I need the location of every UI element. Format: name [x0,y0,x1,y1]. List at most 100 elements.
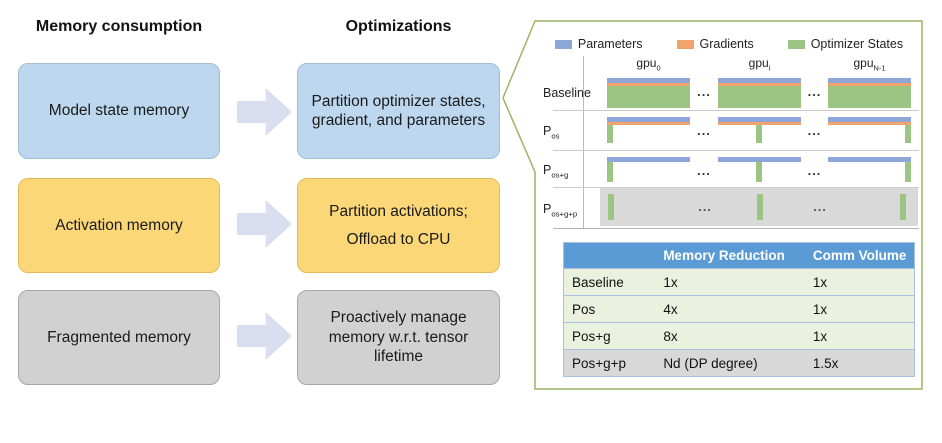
memory-reduction-cell: 1x [655,268,805,296]
memory-reduction-cell: 4x [655,295,805,323]
gradients-strip [607,122,690,125]
activation-memory-box: Activation memory [18,178,220,273]
header-cell-blank [563,242,656,269]
parameters-strip [607,117,690,122]
parameters-strip [718,157,801,162]
row-name-cell: Baseline [563,268,656,296]
gpu-0-label: gpu0 [636,56,661,73]
fragmented-memory-label: Fragmented memory [47,328,191,346]
comm-volume-cell: 1x [804,295,915,323]
gpu-memory-bar [607,117,690,143]
gpu-memory-bar [718,78,801,108]
table-row: Pos+g+p Nd (DP degree) 1.5x [563,349,915,377]
comm-volume-cell: 1x [804,322,915,350]
baseline-gpu-bars: ... ... [607,78,912,108]
posg-row-label: Pos+g [543,163,569,180]
fragmented-memory-box: Fragmented memory [18,290,220,385]
optimizations-header: Optimizations [345,18,452,35]
partition-activations-box: Partition activations; Offload to CPU [297,178,500,273]
parameters-strip [607,78,690,83]
optimizer-states-block [828,86,911,108]
gpu-memory-bar [607,157,690,182]
header-cell-comm-volume: Comm Volume [804,242,915,269]
gradients-strip [828,83,911,86]
model-state-memory-label: Model state memory [48,102,190,120]
optimizer-states-swatch-icon [787,39,805,49]
optimizer-partition-bar [905,162,911,182]
memory-reduction-cell: 8x [655,322,805,350]
legend-item-optimizer-states: Optimizer States [787,37,904,51]
row-name-cell: Pos+g [563,322,656,350]
legend-item-parameters: Parameters [554,37,643,51]
baseline-row-label: Baseline [543,86,591,100]
gradients-strip [718,83,801,86]
parameters-strip [607,157,690,162]
optimizer-partition-bar [607,125,613,143]
optimizer-states-block [718,86,801,108]
parameters-strip [828,157,911,162]
legend-label: Gradients [699,37,754,51]
table-row: Pos 4x 1x [563,295,915,323]
row-name-cell: Pos+g+p [563,349,656,377]
posg-gpu-bars: ... ... [607,157,912,184]
optimizer-partition-bar [608,194,614,220]
legend-label: Parameters [577,37,643,51]
manage-memory-box: Proactively manage memory w.r.t. tensor … [297,290,500,385]
chart-bottom-axis [553,228,919,229]
comm-volume-cell: 1x [804,268,915,296]
parameters-strip [718,117,801,122]
gradients-strip [607,83,690,86]
table-row: Baseline 1x 1x [563,268,915,296]
memory-consumption-header: Memory consumption [35,18,203,35]
posgp-row-label: Pos+g+p [543,202,578,219]
table-row: Pos+g 8x 1x [563,322,915,350]
table-header-row: Memory Reduction Comm Volume [563,242,915,269]
ellipsis: ... [807,123,822,138]
optimizer-partition-bar [757,194,763,220]
partition-optimizer-label: Partition optimizer states, gradient, an… [311,92,486,129]
memory-reduction-table: Memory Reduction Comm Volume Baseline 1x… [563,242,915,377]
ellipsis: ... [697,84,711,99]
gpu-memory-bar [718,117,801,143]
comm-volume-cell: 1.5x [804,349,915,377]
optimizer-partition-bar [756,125,762,143]
chart-axis-line [583,56,584,228]
ellipsis: ... [697,123,711,138]
model-state-memory-box: Model state memory [18,63,220,159]
ellipsis: ... [697,163,711,178]
row-name-cell: Pos [563,295,656,323]
manage-memory-label: Proactively manage memory w.r.t. tensor … [328,309,469,366]
row-separator [553,150,919,151]
zero-partitioning-panel: Parameters Gradients Optimizer States gp… [533,20,925,390]
pos-gpu-bars: ... ... [607,117,912,145]
parameters-strip [828,78,911,83]
row-separator [553,110,919,111]
header-cell-memory-reduction: Memory Reduction [655,242,805,269]
legend-item-gradients: Gradients [676,37,754,51]
legend-label: Optimizer States [810,37,904,51]
legend: Parameters Gradients Optimizer States [533,37,925,51]
partition-optimizer-box: Partition optimizer states, gradient, an… [297,63,500,159]
gpu-memory-bar [607,78,690,108]
gpu-i-label: gpui [748,56,771,73]
ellipsis: ... [807,84,822,99]
row-separator [553,187,919,188]
optimizer-partition-bar [607,162,613,182]
optimizer-states-block [607,86,690,108]
gpu-column-labels: gpu0 gpui gpuN-1 [607,56,912,72]
optimizer-partition-bar [905,125,911,143]
gradients-strip [718,122,801,125]
activation-memory-label: Activation memory [55,216,183,234]
posgp-gray-band: ... ... [600,188,918,226]
gradients-swatch-icon [676,39,694,49]
ellipsis: ... [813,199,827,214]
optimizer-partition-bar [900,194,906,220]
gpu-memory-bar [718,157,801,182]
gpu-memory-bar [828,157,911,182]
ellipsis: ... [807,163,822,178]
parameters-swatch-icon [554,39,572,49]
partition-activations-label: Partition activations; Offload to CPU [329,202,468,248]
parameters-strip [718,78,801,83]
parameters-strip [828,117,911,122]
